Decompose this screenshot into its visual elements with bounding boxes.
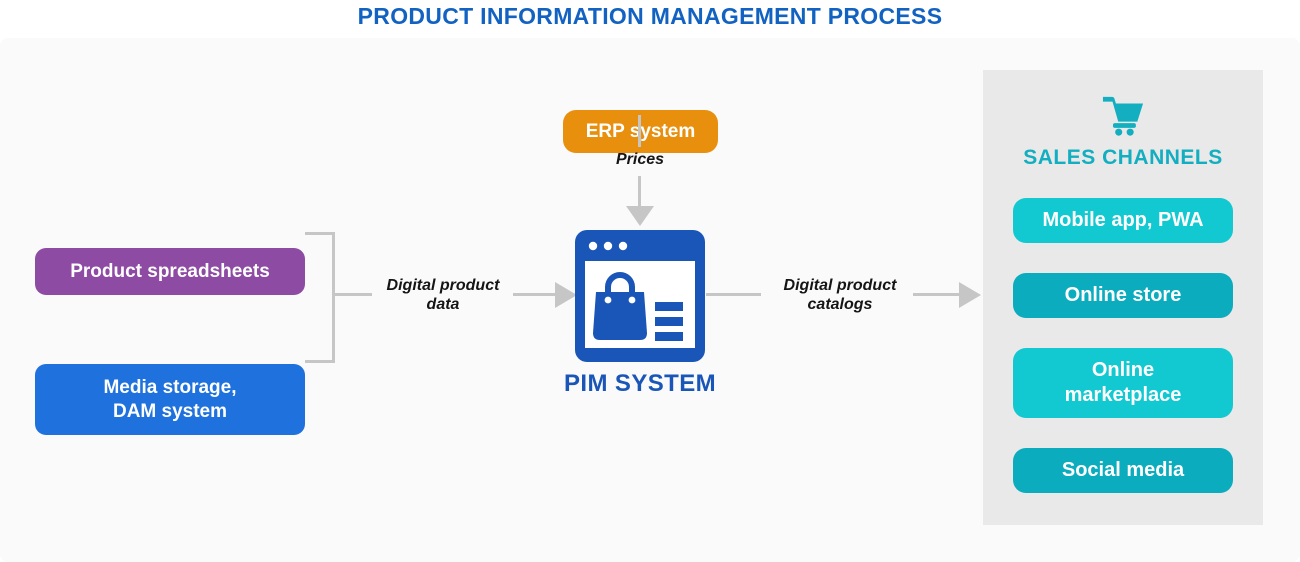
channel-online-store: Online store	[1013, 273, 1233, 318]
bracket-mid-line	[332, 293, 372, 296]
bracket-vertical-line	[332, 232, 335, 363]
browser-shopping-bag-icon	[575, 230, 705, 362]
output-arrow-line	[913, 293, 959, 296]
channel-social-media: Social media	[1013, 448, 1233, 493]
channel-mobile-app-pwa: Mobile app, PWA	[1013, 198, 1233, 243]
flow-label-prices: Prices	[615, 151, 665, 168]
bracket-stub-bottom	[305, 360, 335, 363]
page-title: PRODUCT INFORMATION MANAGEMENT PROCESS	[357, 3, 943, 29]
erp-connector-line-top	[638, 115, 641, 147]
input-arrow-line	[513, 293, 555, 296]
channel-online-marketplace: Online marketplace	[1013, 348, 1233, 418]
pim-system-label: PIM SYSTEM	[563, 370, 717, 397]
flow-label-digital-product-data: Digital product data	[386, 277, 500, 314]
arrow-right-icon	[555, 282, 577, 308]
pim-system-icon	[575, 230, 705, 367]
bracket-stub-top	[305, 232, 335, 235]
diagram-stage: Product spreadsheets Media storage, DAM …	[0, 38, 1300, 562]
sales-channels-title: SALES CHANNELS	[1023, 146, 1223, 169]
source-box-media-storage-dam: Media storage, DAM system	[35, 364, 305, 435]
erp-connector-line-bottom	[638, 176, 641, 208]
flow-label-digital-product-catalogs: Digital product catalogs	[783, 277, 897, 314]
source-box-product-spreadsheets: Product spreadsheets	[35, 248, 305, 295]
sales-channels-panel: SALES CHANNELS Mobile app, PWA Online st…	[983, 70, 1263, 525]
arrow-right-icon	[959, 282, 981, 308]
arrow-down-icon	[626, 206, 654, 226]
output-line-from-pim	[706, 293, 761, 296]
shopping-cart-icon	[1100, 94, 1146, 141]
